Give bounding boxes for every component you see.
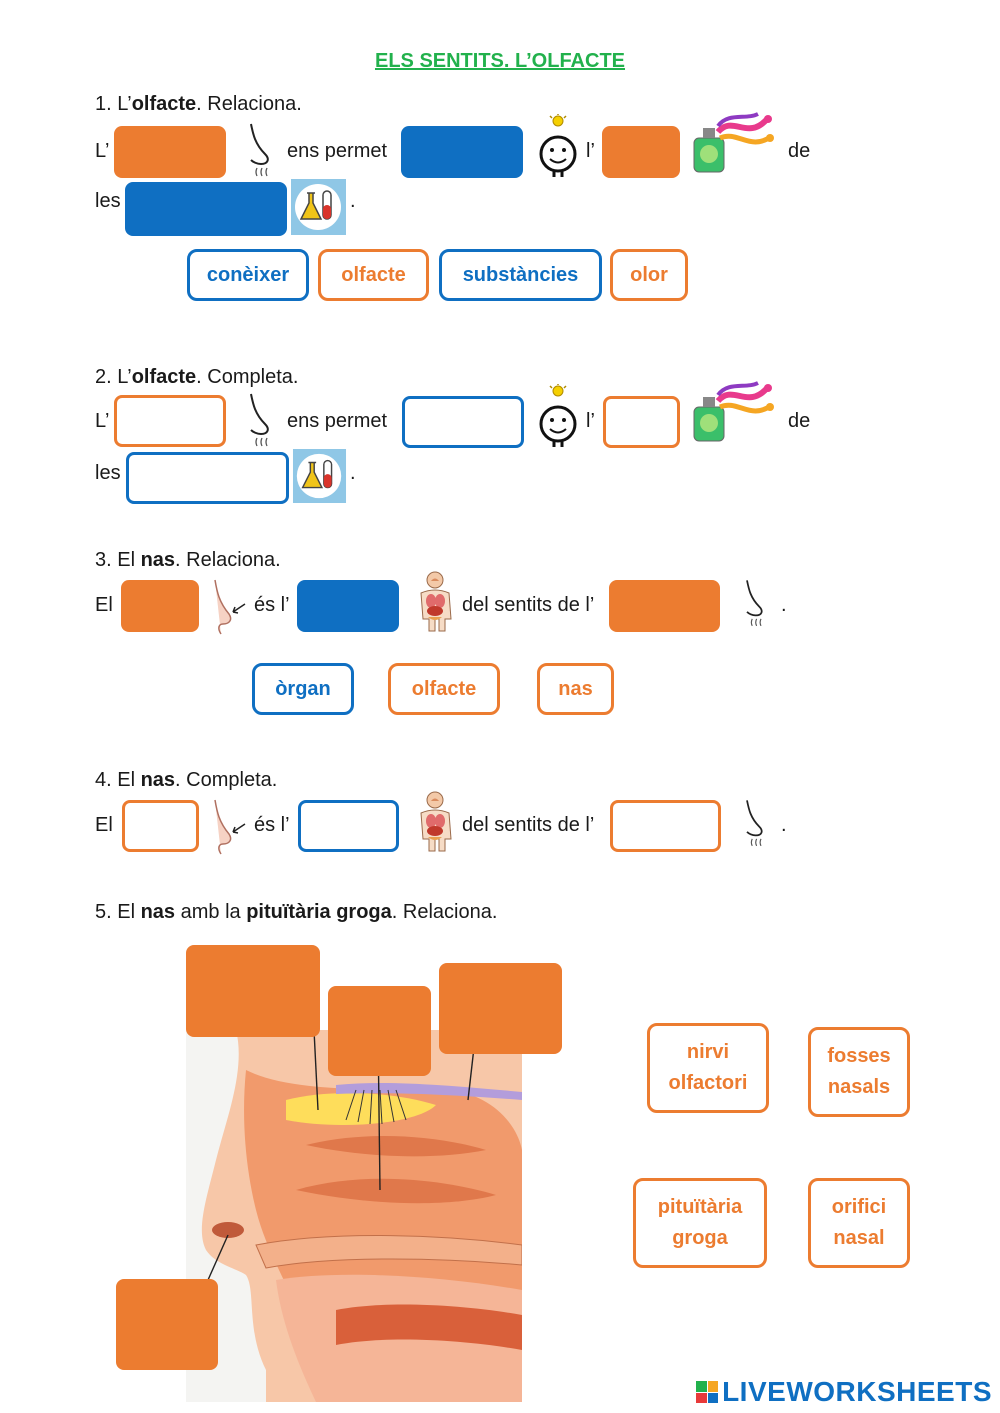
ex4-input-organ[interactable] (298, 800, 399, 852)
ex3-word-dot: . (781, 594, 787, 616)
ex2-input-olfacte[interactable] (114, 395, 226, 447)
ex1-word-les: les (95, 190, 121, 212)
thinking-face-icon (538, 114, 578, 178)
exercise-3-heading: 3. El nas. Relaciona. (95, 549, 281, 571)
chip-coneixer[interactable]: conèixer (187, 249, 309, 301)
ex5-drop-nirvi-olfactori[interactable] (186, 945, 320, 1037)
ex5-drop-orifici-nasal[interactable] (116, 1279, 218, 1370)
ex3-word-del-sentits: del sentits de l’ (462, 594, 595, 616)
perfume-icon (688, 112, 776, 176)
exercise-4-heading: 4. El nas. Completa. (95, 769, 278, 791)
ex1-word-dot: . (350, 190, 356, 212)
chip-organ[interactable]: òrgan (252, 663, 354, 715)
exercise-1-heading: 1. L’olfacte. Relaciona. (95, 93, 302, 115)
nose-icon (243, 120, 275, 182)
ex4-word-del-sentits: del sentits de l’ (462, 814, 595, 836)
ex2-input-substancies[interactable] (126, 452, 289, 504)
ex1-drop-substancies[interactable] (125, 182, 287, 236)
ex4-input-nas[interactable] (122, 800, 199, 852)
chemistry-icon (292, 449, 347, 503)
ex3-drop-organ[interactable] (297, 580, 399, 632)
brand-text: LIVEWORKSHEETS (722, 1376, 992, 1407)
ex5-drop-pituitaria-groga[interactable] (439, 963, 562, 1054)
ex4-input-olfacte[interactable] (610, 800, 721, 852)
exercise-5-heading: 5. El nas amb la pituïtària groga. Relac… (95, 901, 498, 923)
ex2-input-olor[interactable] (603, 396, 680, 448)
chip-substancies[interactable]: substàncies (439, 249, 602, 301)
nose-pointer-icon (205, 798, 247, 858)
ex1-drop-olfacte[interactable] (114, 126, 226, 178)
ex4-word-es: és l’ (254, 814, 290, 836)
thinking-face-icon (538, 384, 578, 448)
body-organs-icon (413, 791, 457, 853)
perfume-icon (688, 381, 776, 445)
page-title: ELS SENTITS. L’OLFACTE (374, 50, 626, 72)
chip-nas[interactable]: nas (537, 663, 614, 715)
liveworksheets-logo-icon (696, 1381, 719, 1403)
nose-icon (740, 575, 768, 633)
chip-olfacte-2[interactable]: olfacte (388, 663, 500, 715)
ex2-word-ens-permet: ens permet (287, 410, 388, 432)
chip-olor[interactable]: olor (610, 249, 688, 301)
ex5-drop-fosses-nasals[interactable] (328, 986, 431, 1076)
chip-olfacte[interactable]: olfacte (318, 249, 429, 301)
nose-pointer-icon (205, 578, 247, 638)
ex1-word-l2: l’ (586, 140, 595, 162)
ex3-drop-nas[interactable] (121, 580, 199, 632)
ex2-word-l: L’ (95, 410, 110, 432)
ex4-word-dot: . (781, 814, 787, 836)
nose-icon (243, 390, 275, 452)
ex3-word-el: El (95, 594, 113, 616)
ex2-input-coneixer[interactable] (402, 396, 524, 448)
nose-icon (740, 795, 768, 853)
ex3-drop-olfacte[interactable] (609, 580, 720, 632)
body-organs-icon (413, 571, 457, 633)
nose-anatomy-illustration (186, 1030, 522, 1402)
ex1-word-ens-permet: ens permet (287, 140, 388, 162)
ex1-word-de: de (788, 140, 811, 162)
ex3-word-es: és l’ (254, 594, 290, 616)
ex2-word-les: les (95, 462, 121, 484)
ex1-drop-coneixer[interactable] (401, 126, 523, 178)
ex1-drop-olor[interactable] (602, 126, 680, 178)
liveworksheets-brand: LIVEWORKSHEETS (696, 1376, 992, 1408)
ex2-word-l2: l’ (586, 410, 595, 432)
ex1-word-l: L’ (95, 140, 110, 162)
ex2-word-dot: . (350, 462, 356, 484)
exercise-2-heading: 2. L’olfacte. Completa. (95, 366, 299, 388)
chemistry-icon (291, 179, 346, 235)
ex4-word-el: El (95, 814, 113, 836)
ex2-word-de: de (788, 410, 811, 432)
